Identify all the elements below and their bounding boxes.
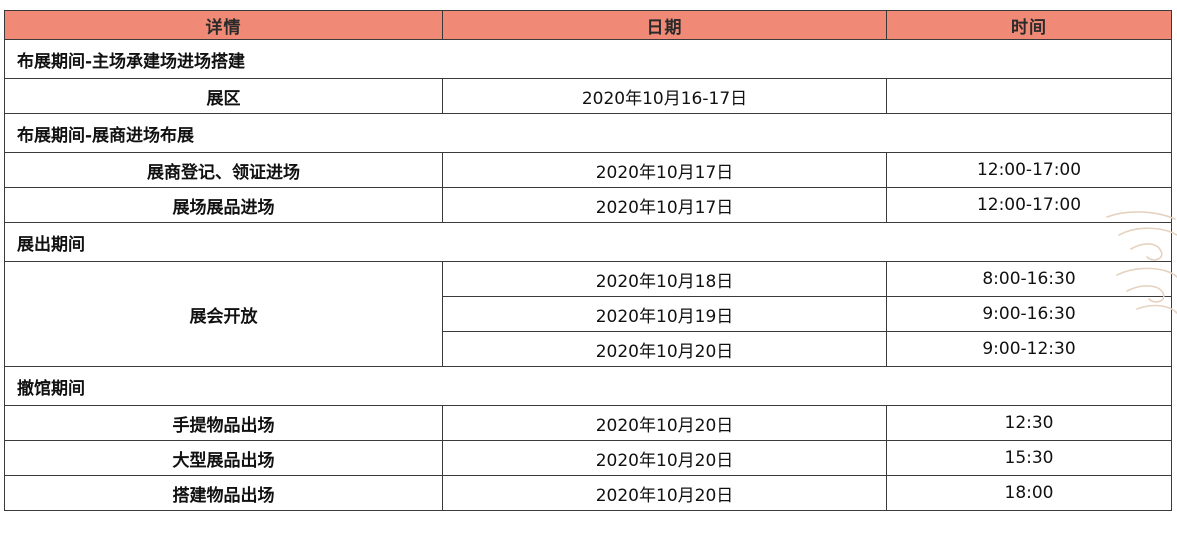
detail-cell: 大型展品出场 — [4, 440, 443, 476]
date-cell: 2020年10月17日 — [442, 152, 887, 188]
section-title: 布展期间-主场承建场进场搭建 — [4, 39, 1172, 79]
table-row: 手提物品出场 2020年10月20日 12:30 — [4, 405, 1172, 441]
section-row: 布展期间-展商进场布展 — [4, 113, 1172, 153]
date-cell: 2020年10月19日 — [442, 296, 887, 332]
time-cell — [886, 78, 1172, 114]
date-cell: 2020年10月20日 — [442, 405, 887, 441]
detail-cell-merged: 展会开放 — [4, 261, 443, 367]
table-row: 展商登记、领证进场 2020年10月17日 12:00-17:00 — [4, 152, 1172, 188]
header-detail: 详情 — [4, 10, 443, 40]
time-cell: 12:00-17:00 — [886, 152, 1172, 188]
section-title: 撤馆期间 — [4, 366, 1172, 406]
time-cell: 12:30 — [886, 405, 1172, 441]
time-cell: 15:30 — [886, 440, 1172, 476]
date-cell: 2020年10月17日 — [442, 187, 887, 223]
time-cell: 18:00 — [886, 475, 1172, 511]
date-cell: 2020年10月20日 — [442, 331, 887, 367]
section-row: 布展期间-主场承建场进场搭建 — [4, 39, 1172, 79]
time-cell: 9:00-16:30 — [886, 296, 1172, 332]
section-title: 布展期间-展商进场布展 — [4, 113, 1172, 153]
section-row: 展出期间 — [4, 222, 1172, 262]
time-cell: 9:00-12:30 — [886, 331, 1172, 367]
date-cell: 2020年10月18日 — [442, 261, 887, 297]
table-row: 展会开放 2020年10月18日 8:00-16:30 — [4, 261, 1172, 367]
date-cell: 2020年10月20日 — [442, 475, 887, 511]
header-date: 日期 — [442, 10, 887, 40]
header-row: 详情 日期 时间 — [4, 10, 1172, 40]
detail-cell: 展区 — [4, 78, 443, 114]
section-row: 撤馆期间 — [4, 366, 1172, 406]
detail-cell: 展场展品进场 — [4, 187, 443, 223]
schedule-table: 详情 日期 时间 布展期间-主场承建场进场搭建 展区 2020年10月16-17… — [4, 10, 1172, 511]
date-cell: 2020年10月16-17日 — [442, 78, 887, 114]
date-cell: 2020年10月20日 — [442, 440, 887, 476]
time-cell: 12:00-17:00 — [886, 187, 1172, 223]
detail-cell: 展商登记、领证进场 — [4, 152, 443, 188]
table-row: 搭建物品出场 2020年10月20日 18:00 — [4, 475, 1172, 511]
detail-cell: 手提物品出场 — [4, 405, 443, 441]
table-row: 2020年10月19日 9:00-16:30 — [5, 296, 1172, 332]
table-row: 展区 2020年10月16-17日 — [4, 78, 1172, 114]
table-row: 展场展品进场 2020年10月17日 12:00-17:00 — [4, 187, 1172, 223]
detail-cell: 搭建物品出场 — [4, 475, 443, 511]
section-title: 展出期间 — [4, 222, 1172, 262]
table-row: 2020年10月20日 9:00-12:30 — [5, 331, 1172, 367]
time-cell: 8:00-16:30 — [886, 261, 1172, 297]
table-row: 大型展品出场 2020年10月20日 15:30 — [4, 440, 1172, 476]
header-time: 时间 — [886, 10, 1172, 40]
